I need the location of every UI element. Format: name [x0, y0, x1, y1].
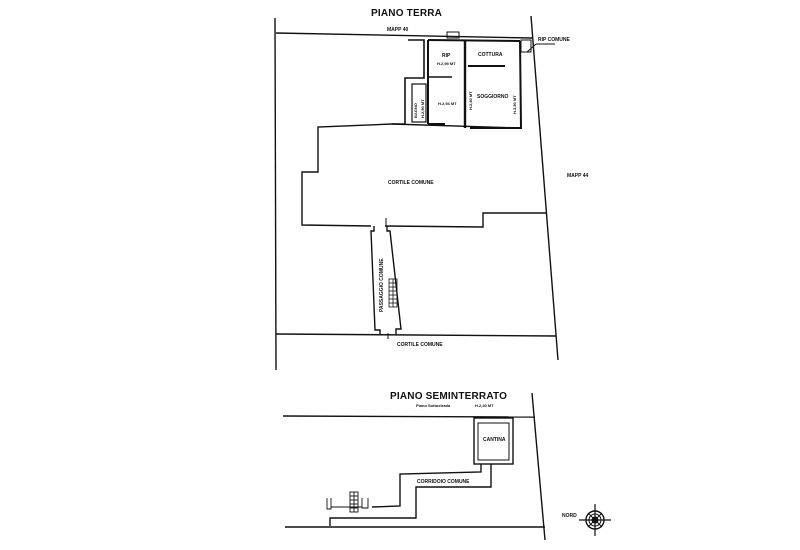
rip-comune-label: RIP COMUNE [538, 37, 570, 43]
room-cottura-label: COTTURA [478, 52, 503, 58]
lot-boundary-top [275, 32, 533, 39]
room-rip-height: H.2,95 MT [437, 61, 456, 66]
courtyard-bottom-label: CORTILE COMUNE [397, 342, 443, 348]
lot-boundary-left [274, 17, 277, 371]
ground-floor-title: PIANO TERRA [371, 8, 443, 19]
room-wall-height: H.2,40 MT [468, 91, 473, 110]
compass-label: NORD [562, 513, 577, 519]
lot-boundary-right [530, 15, 559, 361]
basement-boundary-top [282, 415, 536, 418]
corridor-label: CORRIDOIO COMUNE [417, 479, 470, 485]
passage-label: PASSAGGIO COMUNE [379, 258, 385, 312]
mapp-top-label: MAPP 40 [387, 27, 409, 33]
room-bagno-label: BAGNO [413, 103, 418, 118]
room-center-height: H.2,94 MT [438, 101, 457, 106]
basement-subtitle: Piano Sottostrada [416, 403, 451, 408]
mapp-right-label: MAPP 44 [567, 173, 589, 179]
room-bagno-height: H.2,90 MT [420, 99, 425, 118]
basement-height: H.2,40 MT [475, 403, 494, 408]
compass-rose-icon [579, 504, 611, 536]
basement-title: PIANO SEMINTERRATO [390, 391, 508, 402]
room-rip-label: RIP [442, 53, 451, 59]
room-soggiorno-height: H.3,50 MT [512, 95, 517, 114]
courtyard-label: CORTILE COMUNE [388, 180, 434, 186]
cellar-label: CANTINA [483, 437, 506, 443]
room-soggiorno-label: SOGGIORNO [477, 94, 509, 100]
lot-boundary-bottom [275, 333, 557, 337]
